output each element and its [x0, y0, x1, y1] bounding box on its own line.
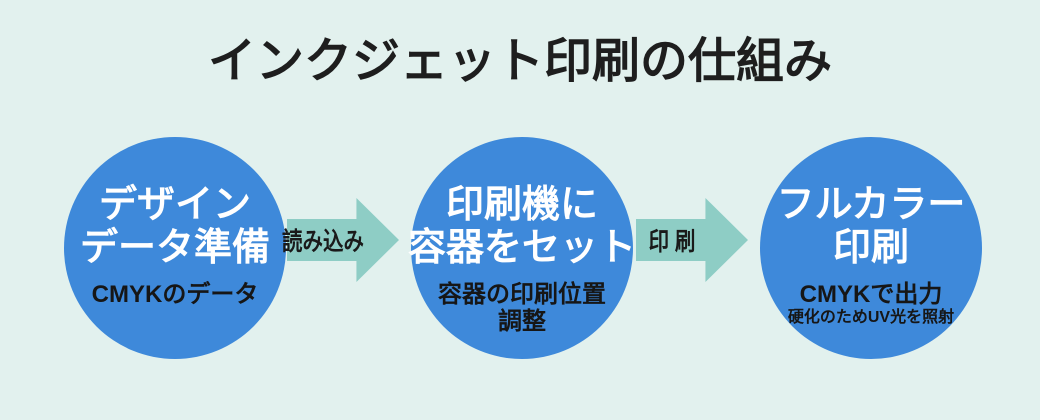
step2-heading-line1: 印刷機に — [445, 184, 598, 226]
step3-heading-line2: 印刷 — [832, 227, 909, 269]
step3-heading: フルカラー 印刷 — [750, 184, 992, 270]
step-circle-design-data: デザイン データ準備 CMYKのデータ — [64, 137, 286, 359]
process-arrow-print-label: 印 刷 — [648, 228, 696, 256]
step1-heading-line1: デザイン — [98, 184, 251, 226]
step3-heading-line1: フルカラー — [776, 184, 966, 226]
step1-detail: CMYKのデータ — [54, 281, 296, 308]
page-title: インクジェット印刷の仕組み — [207, 35, 832, 88]
step-circle-full-color-print: フルカラー 印刷 CMYKで出力 硬化のためUV光を照射 — [760, 137, 982, 359]
step3-detail-line1: CMYKで出力 — [799, 281, 943, 308]
process-arrow-load-label: 読み込み — [282, 228, 365, 256]
step-circle-set-container: 印刷機に 容器をセット 容器の印刷位置 調整 — [408, 137, 636, 359]
step2-detail-line2: 調整 — [498, 308, 546, 335]
step2-heading-line2: 容器をセット — [407, 227, 636, 269]
step1-heading: デザイン データ準備 — [54, 184, 296, 270]
step1-heading-line2: データ準備 — [79, 227, 270, 269]
step2-detail-line1: 容器の印刷位置 — [438, 281, 606, 308]
step2-detail: 容器の印刷位置 調整 — [401, 281, 643, 335]
step3-subdetail: 硬化のためUV光を照射 — [787, 309, 955, 326]
step3-detail: CMYKで出力 硬化のためUV光を照射 — [750, 281, 992, 328]
step1-detail-line1: CMYKのデータ — [91, 281, 259, 308]
step2-heading: 印刷機に 容器をセット — [401, 184, 643, 270]
